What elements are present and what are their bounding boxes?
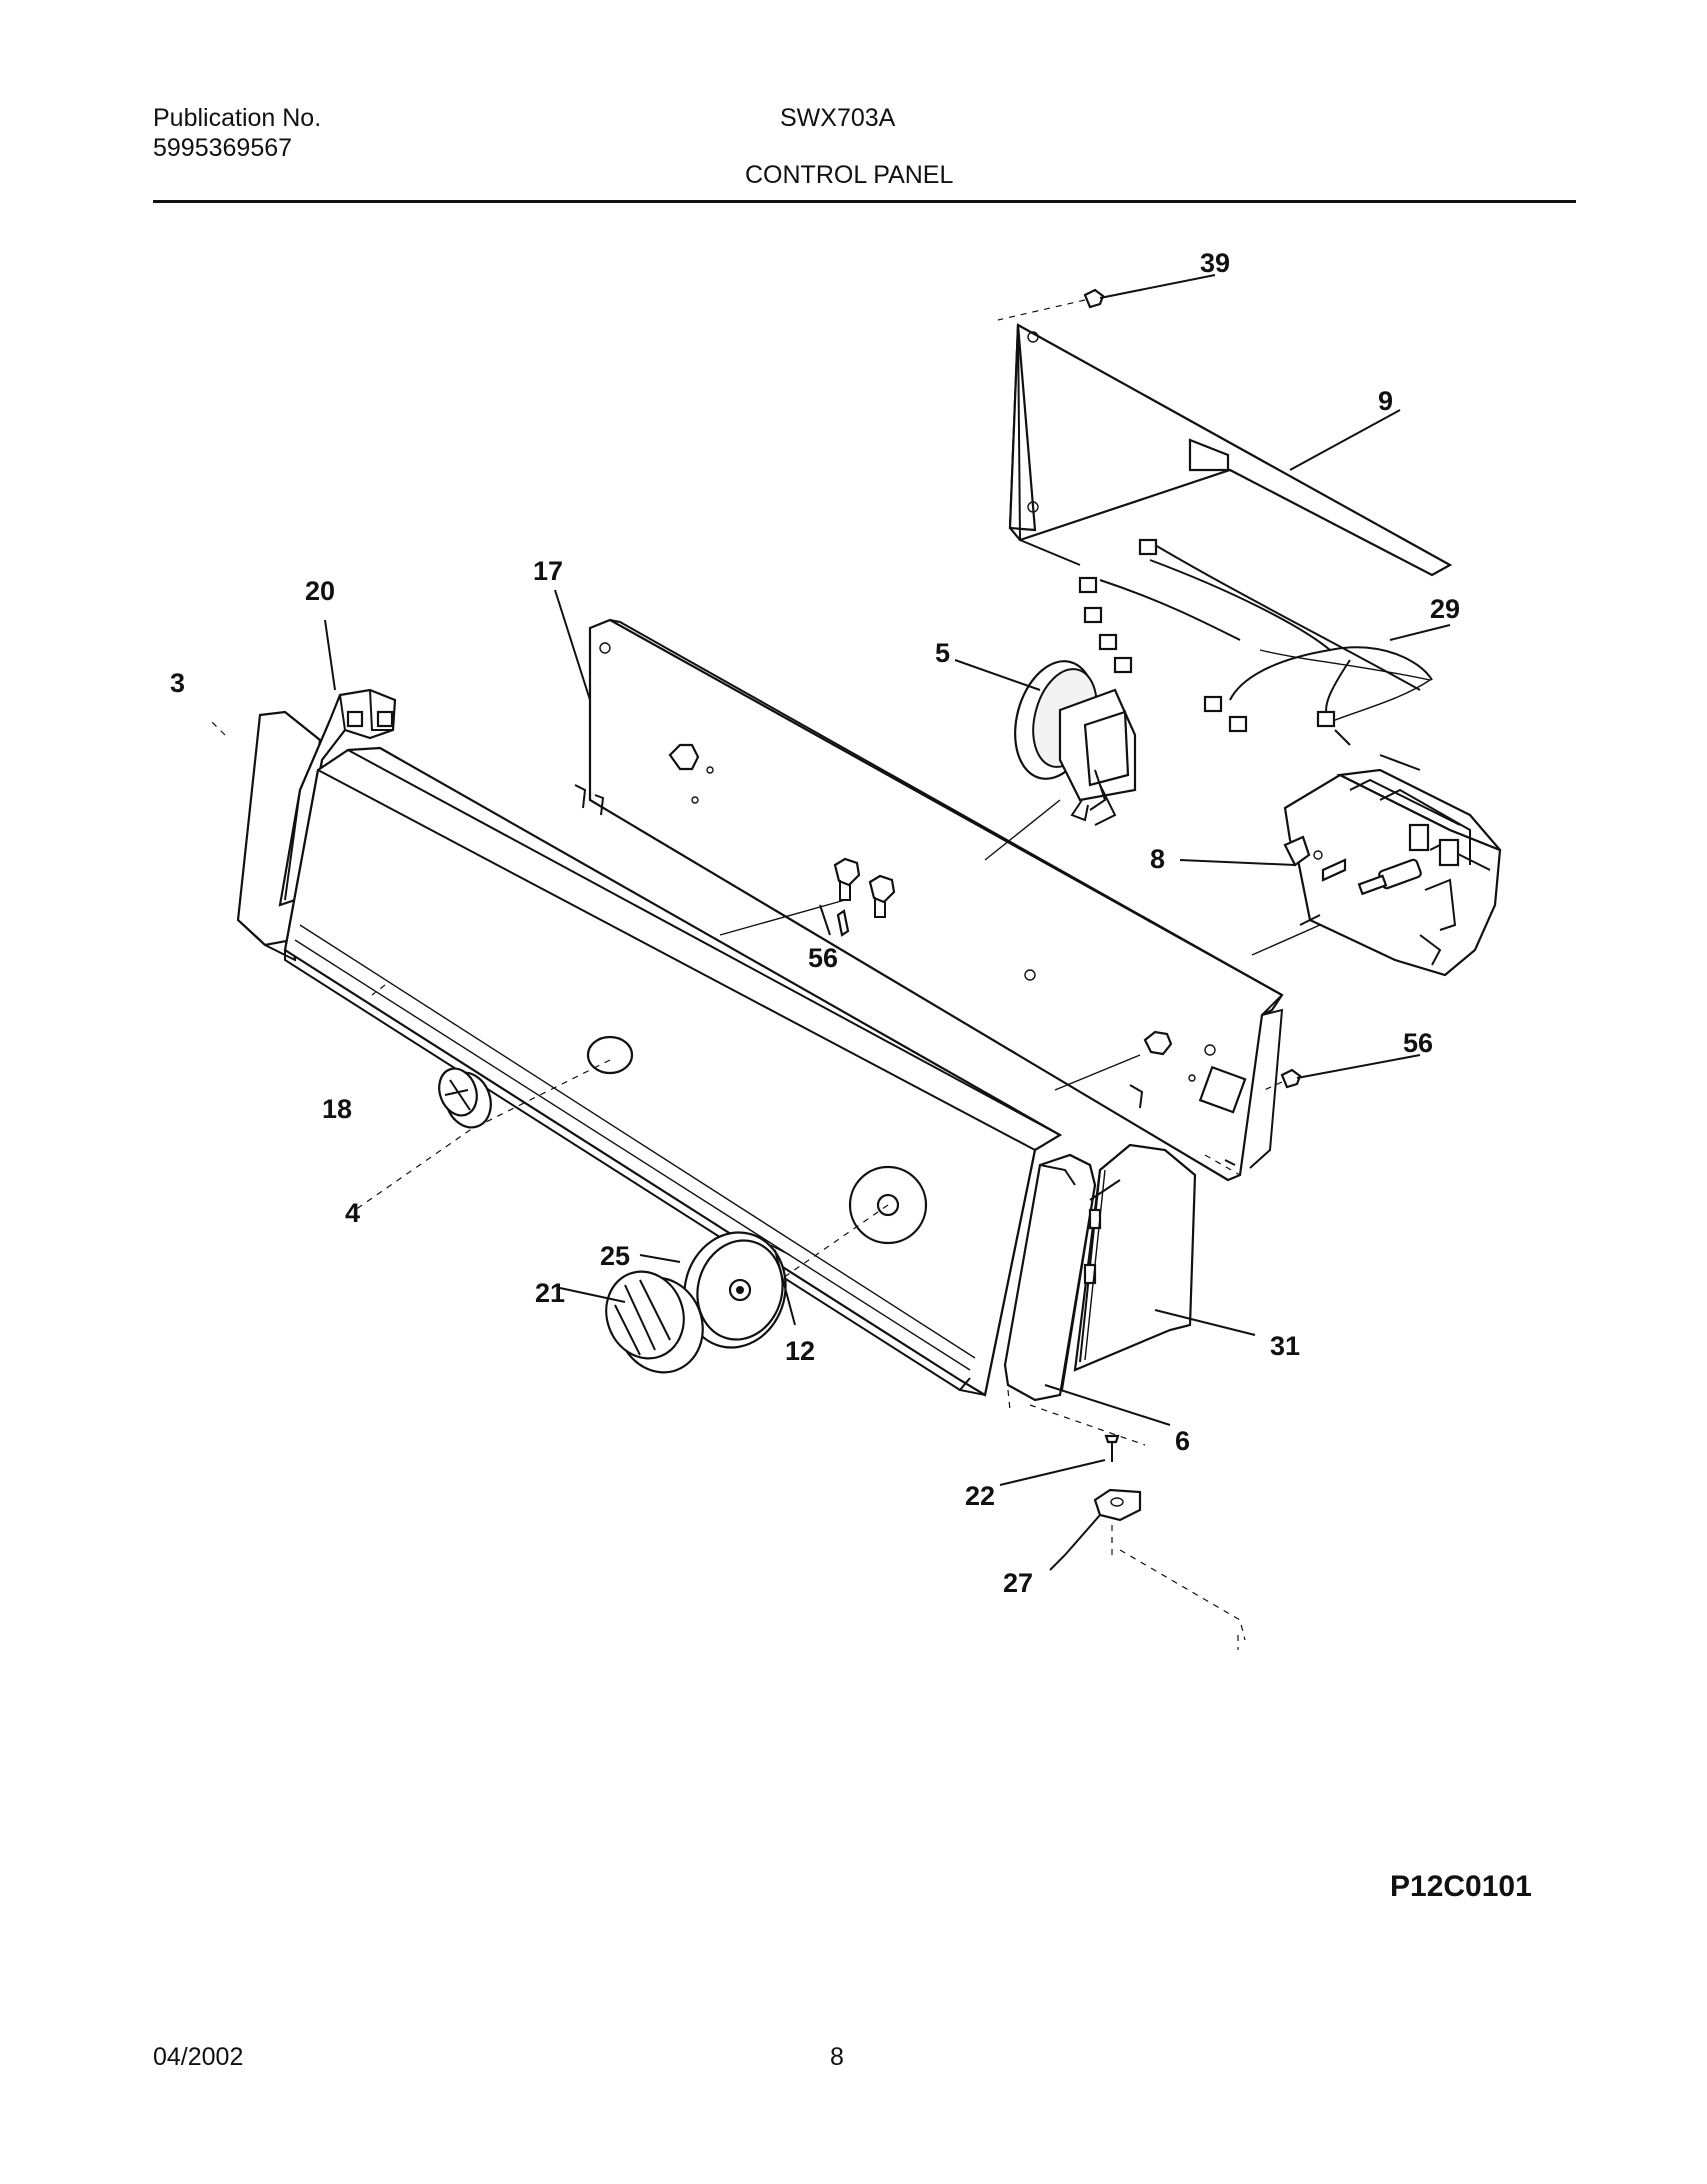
callout-27: 27 [1003,1568,1033,1598]
part-21-knob [605,1270,704,1374]
page-number: 8 [830,2043,844,2071]
part-18-panel-front [283,746,1063,1397]
part-9-rear-cover [1008,323,1453,577]
part-22-screw [999,1434,1120,1486]
part-6-right-endcap [1003,1153,1097,1402]
callout-18: 18 [322,1094,352,1124]
part-17-panel-back [574,618,1284,1182]
header-rule [153,200,1576,203]
callout-20: 20 [305,576,335,606]
callout-56-left: 56 [808,943,838,973]
part-27-bracket [1049,1488,1142,1571]
publication-label: Publication No. [153,104,322,132]
callout-17: 17 [533,556,563,586]
leader-lines [324,409,1451,1426]
assembly-lines [207,717,1321,1650]
callout-56-right: 56 [1403,1028,1433,1058]
section-title: CONTROL PANEL [745,161,954,189]
part-56-screw [1259,1054,1421,1093]
part-56-clips [833,857,896,937]
callout-21: 21 [535,1278,565,1308]
callout-39: 39 [1200,248,1230,278]
drawing-code: P12C0101 [1390,1870,1532,1903]
callout-12: 12 [785,1336,815,1366]
callout-25: 25 [600,1241,630,1271]
model-number: SWX703A [780,104,896,132]
callout-4: 4 [345,1198,360,1228]
callout-29: 29 [1430,594,1460,624]
callout-9: 9 [1378,386,1393,416]
part-8-timer [1283,768,1502,977]
part-25-dial-skirt [683,1231,787,1349]
part-39-screw [997,274,1216,321]
part-4-knob [438,1067,492,1129]
part-31-mount-bracket [1073,1143,1197,1372]
part-20-bracket [278,688,397,907]
footer-date: 04/2002 [153,2043,244,2071]
part-5-switch [1014,660,1137,826]
callout-8: 8 [1150,844,1165,874]
callout-3: 3 [170,668,185,698]
callout-5: 5 [935,638,950,668]
publication-number: 5995369567 [153,134,293,162]
callout-31: 31 [1270,1331,1300,1361]
callout-6: 6 [1175,1426,1190,1456]
callout-22: 22 [965,1481,995,1511]
part-29-wire-harness [1078,538,1433,771]
